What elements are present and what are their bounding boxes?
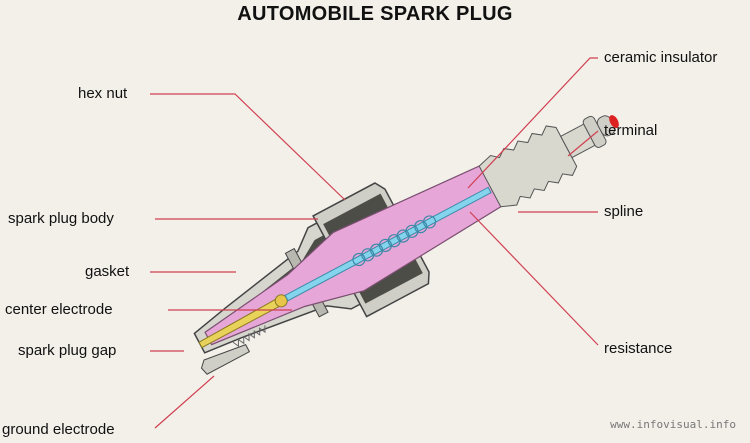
terminal-shape: [560, 115, 619, 159]
label-center-electrode: center electrode: [5, 301, 113, 318]
resistance-coil: [352, 215, 437, 267]
label-ground-electrode: ground electrode: [2, 421, 115, 438]
thread-ridges: [232, 325, 266, 348]
label-spline: spline: [604, 203, 644, 220]
label-hex-nut: hex nut: [78, 85, 128, 102]
leader-hex-nut: [150, 93, 346, 201]
label-resistance: resistance: [604, 340, 673, 357]
leader-ceramic-insulator: [467, 57, 598, 189]
spark-plug-illustration: [193, 115, 619, 375]
label-terminal: terminal: [604, 122, 658, 139]
leader-terminal: [567, 130, 599, 157]
label-spark-plug-body: spark plug body: [8, 210, 114, 227]
leader-resistance: [469, 211, 599, 346]
resistance-rod-shape: [284, 186, 492, 302]
label-gasket: gasket: [85, 263, 130, 280]
leader-ground-electrode: [154, 375, 215, 429]
leader-lines: [150, 57, 599, 429]
insulator-ribs: [478, 125, 578, 208]
ground-electrode-shape: [200, 344, 251, 375]
label-ceramic-insulator: ceramic insulator: [604, 49, 718, 66]
watermark: www.infovisual.info: [610, 418, 736, 431]
label-spark-plug-gap: spark plug gap: [18, 342, 117, 359]
diagram-title: AUTOMOBILE SPARK PLUG: [237, 3, 513, 25]
